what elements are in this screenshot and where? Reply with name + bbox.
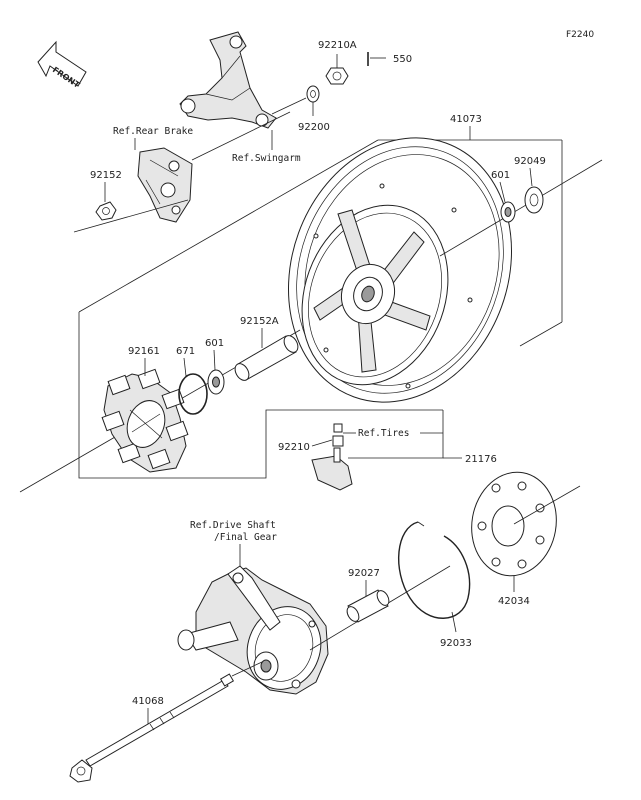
- nut-92210A: [325, 67, 349, 85]
- label-41068: 41068: [132, 696, 164, 707]
- label-601-mid: 601: [205, 338, 224, 349]
- label-92161: 92161: [128, 346, 160, 357]
- swingarm-bracket: [179, 31, 277, 129]
- label-601-top: 601: [491, 170, 510, 181]
- valve-21176: [311, 447, 353, 491]
- ref-rear-brake: Ref.Rear Brake: [113, 126, 193, 137]
- label-671: 671: [176, 346, 195, 357]
- front-arrow-icon: FRONT: [37, 40, 87, 90]
- ref-swingarm: Ref.Swingarm: [232, 153, 301, 164]
- label-92152A: 92152A: [240, 316, 279, 327]
- bearing-601-left: [207, 369, 225, 395]
- bearing-601-right: [500, 201, 516, 223]
- circlip-92033: [398, 521, 471, 619]
- valve-cap-92210: [332, 423, 344, 447]
- label-550: 550: [393, 54, 412, 65]
- ref-drive-shaft-2: /Final Gear: [214, 532, 277, 543]
- ref-tires: Ref.Tires: [358, 428, 409, 439]
- label-21176: 21176: [465, 454, 497, 465]
- label-92210A: 92210A: [318, 40, 357, 51]
- brake-bracket: [137, 147, 193, 223]
- label-92152: 92152: [90, 170, 122, 181]
- o-ring-671: [178, 373, 208, 415]
- axle-41068: [69, 673, 235, 783]
- damper-92161: [101, 368, 189, 473]
- cotter-pin-550: [367, 52, 386, 66]
- ref-drive-shaft-1: Ref.Drive Shaft: [190, 520, 276, 531]
- nut-92152: [95, 201, 117, 221]
- label-41073: 41073: [450, 114, 482, 125]
- label-92033: 92033: [440, 638, 472, 649]
- label-92210: 92210: [278, 442, 310, 453]
- collar-92152A: [234, 335, 299, 381]
- figure-code: F2240: [566, 30, 594, 40]
- final-gear-case: [177, 565, 329, 695]
- washer-92200: [306, 85, 320, 103]
- label-42034: 42034: [498, 596, 530, 607]
- collar-92049: [524, 186, 544, 214]
- label-92049: 92049: [514, 156, 546, 167]
- label-92027: 92027: [348, 568, 380, 579]
- collar-92027: [346, 589, 390, 623]
- label-92200: 92200: [298, 122, 330, 133]
- rear-wheel-41073: [288, 137, 512, 403]
